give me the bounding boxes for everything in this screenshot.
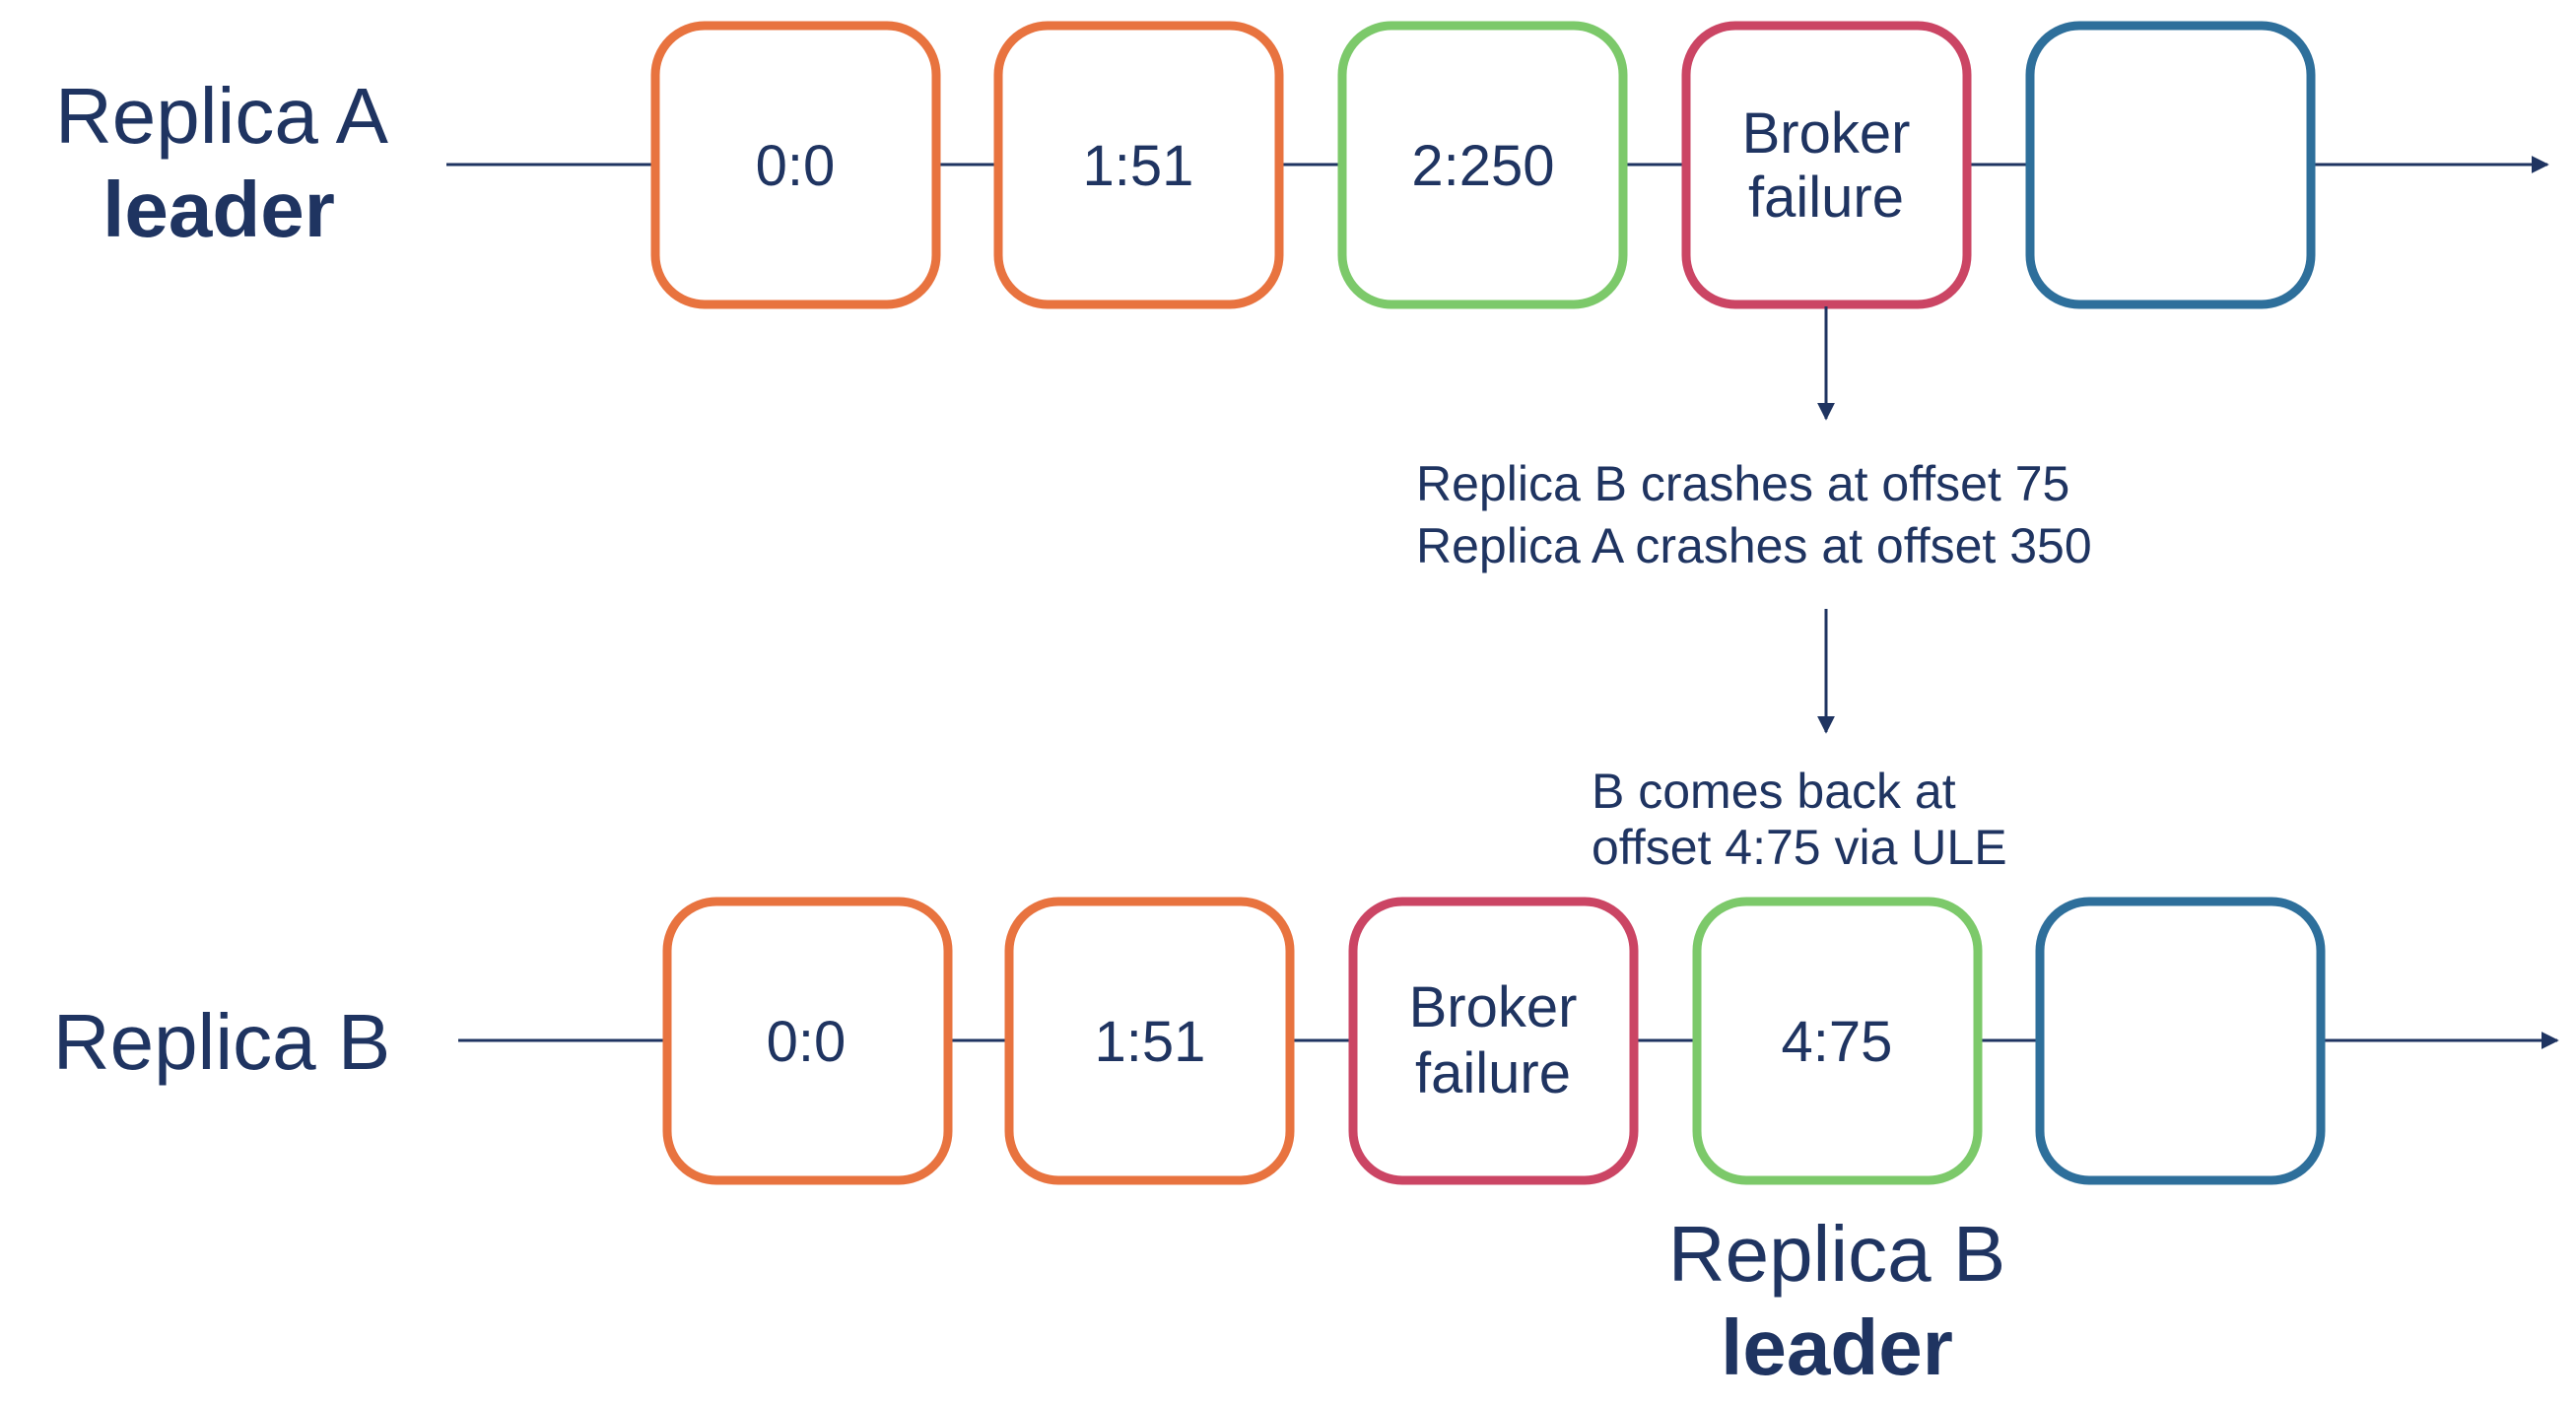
replica-a-label: Replica A xyxy=(55,72,389,160)
replica-a-broker-failure-line1: Broker xyxy=(1742,101,1911,166)
replica-b-log-entry-box xyxy=(1692,897,1983,1185)
replica-a-empty-box xyxy=(2025,21,2316,309)
replica-a-log-entry-box xyxy=(650,21,941,309)
replica-b-broker-failure-line1: Broker xyxy=(1409,975,1578,1039)
replica-b-broker-failure-line2: failure xyxy=(1415,1041,1571,1105)
replica-b-broker-failure-box xyxy=(1348,897,1639,1185)
replica-a-log-entry-text: 0:0 xyxy=(756,134,836,198)
replica-b-log-entry-box xyxy=(662,897,953,1185)
crash-caption-line1: Replica B crashes at offset 75 xyxy=(1416,456,2069,511)
replica-a-log-entry-text: 2:250 xyxy=(1411,134,1554,198)
replica-b-leader-label: Replica B xyxy=(1668,1210,2005,1298)
replica-b-leader-role: leader xyxy=(1721,1303,1953,1391)
replica-b-label: Replica B xyxy=(53,998,390,1086)
failure-annotations: Replica B crashes at offset 75 Replica A… xyxy=(1416,306,2092,875)
comeback-caption-line1: B comes back at xyxy=(1592,764,1956,819)
replica-b-log-entry-text: 4:75 xyxy=(1782,1010,1893,1074)
replica-a-broker-failure-box xyxy=(1681,21,1972,309)
comeback-caption-line2: offset 4:75 via ULE xyxy=(1592,820,2007,875)
replica-a-log-entry-box xyxy=(1337,21,1628,309)
replica-b-empty-box xyxy=(2035,897,2326,1185)
replica-a-role: leader xyxy=(102,166,335,253)
crash-caption-line2: Replica A crashes at offset 350 xyxy=(1416,518,2092,573)
replica-a-log-entry-box xyxy=(993,21,1284,309)
replica-b-log-entry-text: 1:51 xyxy=(1095,1010,1206,1074)
replica-b-row: Replica B 0:0 1:51 Broker failure 4:75 R… xyxy=(53,897,2559,1391)
replica-a-row: Replica A leader 0:0 1:51 2:250 Broker f… xyxy=(55,21,2549,309)
replica-a-log-entry-text: 1:51 xyxy=(1083,134,1194,198)
replica-a-broker-failure-line2: failure xyxy=(1748,166,1904,230)
replica-b-log-entry-box xyxy=(1004,897,1295,1185)
replica-b-log-entry-text: 0:0 xyxy=(767,1010,847,1074)
